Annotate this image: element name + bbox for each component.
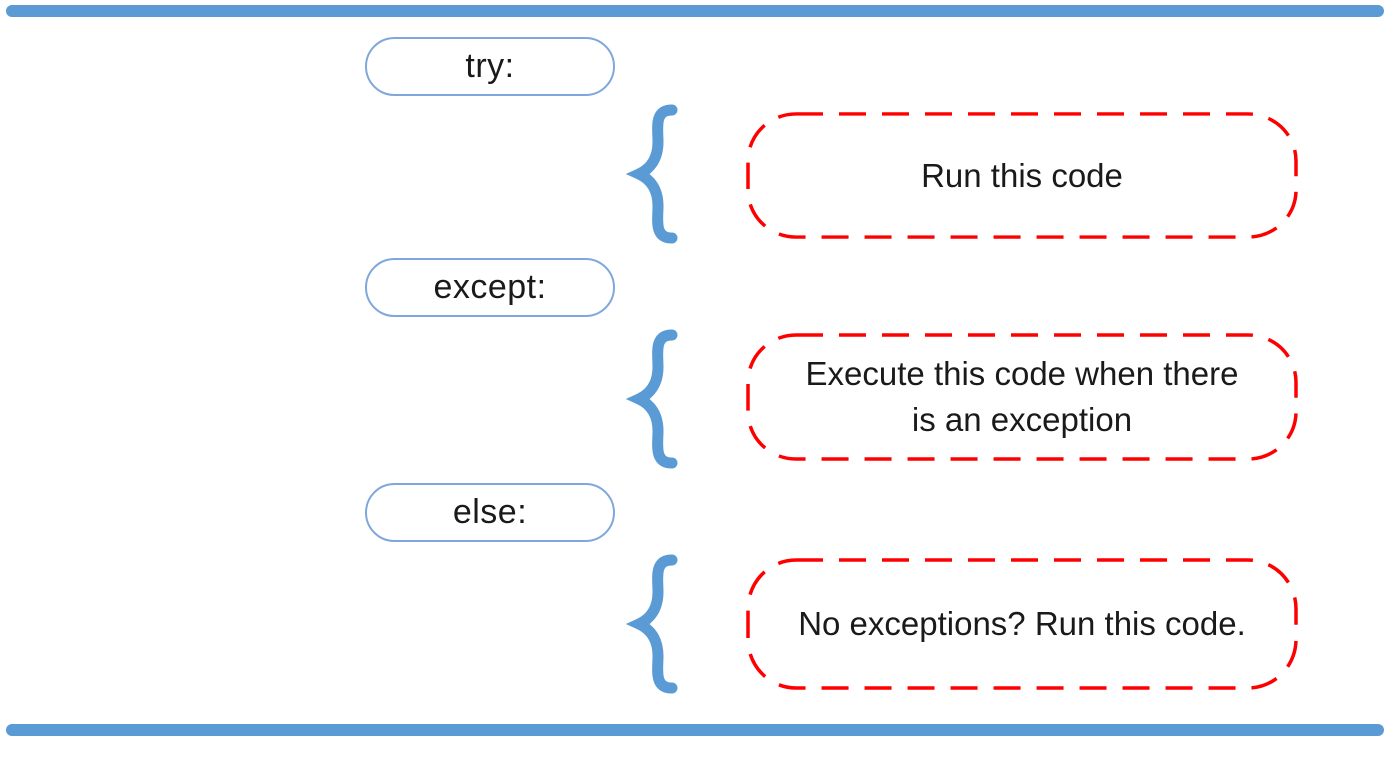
dashed-outline [746,112,1298,239]
top-divider-line [6,5,1384,17]
bottom-divider-line [6,724,1384,736]
keyword-pill-except: except: [365,258,615,317]
description-label-try: Run this code [921,156,1123,194]
description-label-else: No exceptions? Run this code. [798,605,1246,643]
keyword-label-except: except: [433,268,547,306]
description-box-try: Run this code [746,112,1298,239]
dashed-outline [746,333,1298,461]
description-box-else: No exceptions? Run this code. [746,558,1298,690]
keyword-label-try: try: [465,47,515,85]
keyword-pill-else: else: [365,483,615,542]
keyword-label-else: else: [452,493,528,531]
description-box-except: Execute this code when there is an excep… [746,333,1298,461]
curly-brace-icon [626,329,678,469]
description-label-except: Execute this code when there is an excep… [805,355,1239,438]
curly-brace-icon [626,554,678,694]
keyword-pill-try: try: [365,37,615,96]
dashed-outline [746,558,1298,690]
curly-brace-icon [626,104,678,244]
